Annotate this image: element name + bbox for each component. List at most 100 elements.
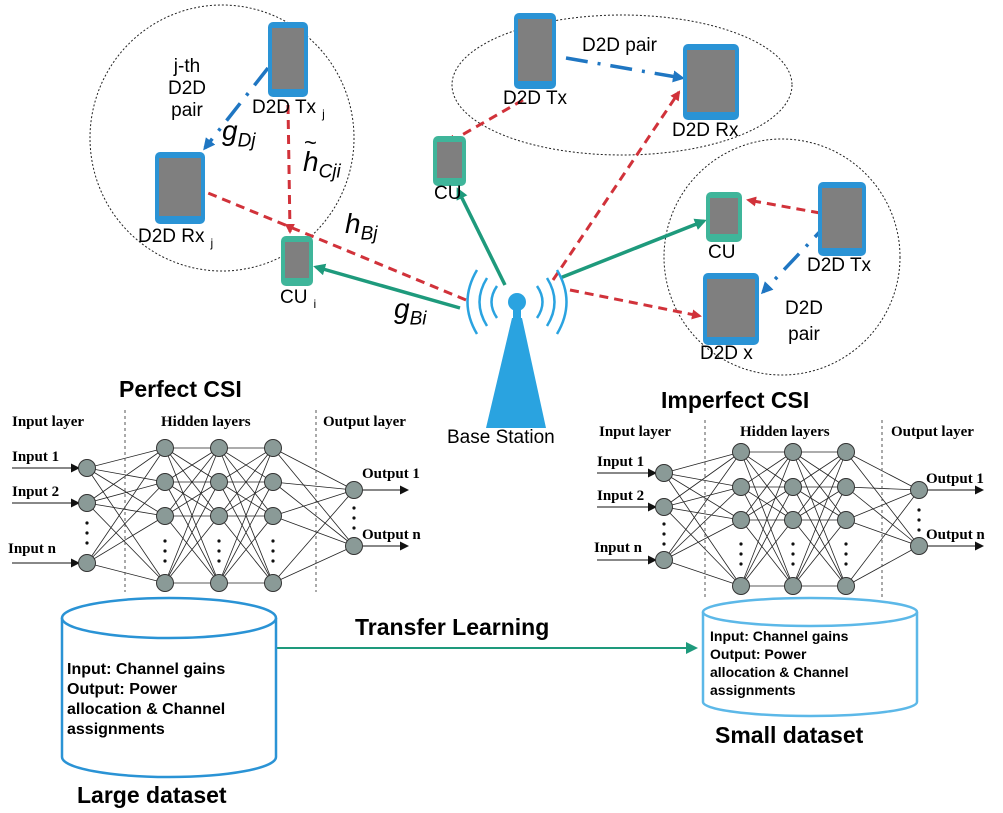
nn-node xyxy=(264,507,282,525)
large-dataset-line: Output: Power xyxy=(67,681,178,698)
nn-node xyxy=(732,577,750,595)
nn-connection xyxy=(740,451,794,521)
nn-ellipsis-dot xyxy=(352,516,356,520)
tablet-right-rx-icon xyxy=(703,273,759,345)
g-dj-symbol: g xyxy=(222,115,238,146)
nn-node xyxy=(784,443,802,461)
nn-ellipsis-dot xyxy=(217,559,221,563)
nn-connection xyxy=(272,481,355,491)
nn-connection xyxy=(792,451,847,587)
right-output-1-label: Output 1 xyxy=(926,471,984,487)
right-pair-cluster xyxy=(663,138,901,376)
top-pair-label: D2D pair xyxy=(582,35,657,56)
nn-node xyxy=(732,478,750,496)
small-dataset-line: Output: Power xyxy=(710,646,807,662)
nn-connection xyxy=(218,515,274,584)
nn-connection xyxy=(845,519,920,547)
nn-connection xyxy=(86,515,166,564)
nn-node xyxy=(837,478,855,496)
nn-connection xyxy=(86,447,166,504)
small-dataset-content: Input: Channel gains Output: Power alloc… xyxy=(710,627,848,699)
nn-ellipsis-dot xyxy=(271,549,275,553)
pair-j-label-line: D2D xyxy=(168,78,207,99)
nn-ellipsis-dot xyxy=(217,549,221,553)
h-cji-symbol: h xyxy=(303,146,319,177)
nn-connection xyxy=(272,515,355,547)
d2d-link-top xyxy=(565,56,685,83)
nn-connection xyxy=(272,447,355,491)
tablet-d2d-tx-j-icon xyxy=(268,22,308,97)
tablet-d2d-rx-j-icon xyxy=(155,152,205,224)
nn-connection xyxy=(86,481,166,504)
nn-connection xyxy=(164,447,220,584)
interference-bs-to-rx-j xyxy=(194,186,467,302)
left-input-n-label: Input n xyxy=(8,541,56,557)
nn-node xyxy=(156,439,174,457)
base-station-label: Base Station xyxy=(447,427,555,448)
nn-ellipsis-dot xyxy=(271,559,275,563)
nn-connection xyxy=(792,486,847,521)
nn-connection xyxy=(740,519,794,587)
link-bs-to-right-cu xyxy=(559,218,707,280)
nn-ellipsis-dot xyxy=(271,539,275,543)
nn-node xyxy=(210,473,228,491)
g-dj-label: gDj xyxy=(222,115,256,153)
nn-connection xyxy=(272,447,355,547)
nn-node xyxy=(156,473,174,491)
interference-bs-to-right-rx xyxy=(569,288,702,320)
g-dj-sub: Dj xyxy=(237,130,256,152)
nn-connection xyxy=(164,481,220,584)
rx-j-sub: j xyxy=(210,235,214,250)
pair-j-cluster xyxy=(89,4,355,272)
nn-connection xyxy=(218,447,274,584)
nn-node xyxy=(78,459,96,477)
nn-connection xyxy=(792,486,847,587)
nn-node xyxy=(345,481,363,499)
nn-node xyxy=(910,481,928,499)
nn-connection xyxy=(86,467,166,517)
tablet-top-rx-icon xyxy=(683,44,739,120)
nn-connection xyxy=(845,489,920,587)
nn-ellipsis-dot xyxy=(791,552,795,556)
large-dataset-caption: Large dataset xyxy=(77,782,227,808)
small-dataset-line: allocation & Channel xyxy=(710,664,849,680)
nn-connection xyxy=(86,467,166,584)
right-input-n-label: Input n xyxy=(594,540,642,556)
right-input-2-label: Input 2 xyxy=(597,488,645,504)
pair-j-label: j-th D2D pair xyxy=(168,56,206,122)
nn-ellipsis-dot xyxy=(163,559,167,563)
large-dataset-line: Input: Channel gains xyxy=(67,661,226,678)
nn-connection xyxy=(663,486,742,561)
nn-ellipsis-dot xyxy=(85,521,89,525)
right-cu-label: CU xyxy=(708,242,736,263)
imperfect-csi-title: Imperfect CSI xyxy=(661,387,810,413)
cu-i-text: CU xyxy=(280,287,308,308)
nn-connection xyxy=(663,451,742,508)
nn-connection xyxy=(218,447,274,517)
nn-connection xyxy=(86,447,166,564)
nn-ellipsis-dot xyxy=(917,508,921,512)
nn-ellipsis-dot xyxy=(352,506,356,510)
nn-connection xyxy=(663,472,742,521)
neural-network-perfect-csi xyxy=(12,410,409,592)
h-cji-sub: Cji xyxy=(318,161,341,183)
nn-connection xyxy=(164,447,220,483)
nn-connection xyxy=(86,481,166,564)
neural-network-imperfect-csi xyxy=(597,420,984,597)
nn-connection xyxy=(663,519,742,561)
nn-connection xyxy=(663,486,742,508)
nn-connection xyxy=(86,502,166,584)
small-dataset-caption: Small dataset xyxy=(715,722,864,748)
nn-connection xyxy=(164,515,220,584)
top-tx-label: D2D Tx xyxy=(503,88,568,109)
left-input-layer-label: Input layer xyxy=(12,414,85,430)
nn-node xyxy=(655,498,673,516)
nn-ellipsis-dot xyxy=(662,532,666,536)
nn-connection xyxy=(792,519,847,587)
tablet-top-cu-icon xyxy=(433,136,466,186)
nn-ellipsis-dot xyxy=(217,539,221,543)
